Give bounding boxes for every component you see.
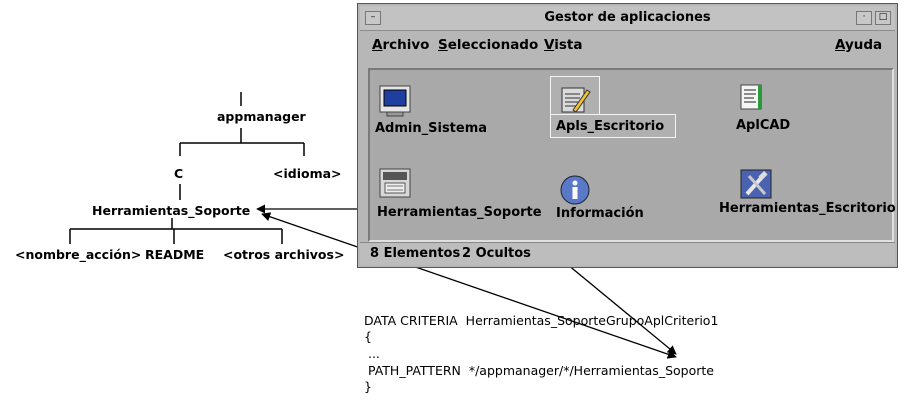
menu-ayuda[interactable]: Ayuda (835, 37, 883, 53)
tree-node-group: Herramientas_Soporte (92, 203, 251, 218)
code-line-1: DATA CRITERIA Herramientas_SoporteGrupoA… (364, 313, 719, 328)
tree-leaf-action: <nombre_acción> (15, 247, 142, 262)
window-title: Gestor de aplicaciones (544, 10, 711, 25)
app-manager-window: – Gestor de aplicaciones · □ Archivo Sel… (357, 3, 898, 268)
status-item-count: 8 Elementos (370, 246, 461, 261)
selection-highlight-label (550, 114, 676, 138)
app-herramientas-soporte-label[interactable]: Herramientas_Soporte (377, 205, 542, 220)
hammer-wrench-icon[interactable] (739, 168, 773, 204)
status-bar: 8 Elementos 2 Ocultos (360, 242, 895, 265)
tree-leaf-readme: README (145, 247, 205, 262)
app-herramientas-escritorio-label[interactable]: Herramientas_Escritorio (719, 201, 896, 216)
minimize-button[interactable]: · (856, 11, 872, 25)
monitor-icon[interactable] (378, 84, 412, 122)
notepad-pencil-icon[interactable] (559, 84, 591, 120)
code-line-2: { (364, 329, 372, 344)
icon-pane[interactable]: Admin_Sistema Apls_Escritorio (368, 68, 896, 242)
tree-node-idioma: <idioma> (273, 166, 342, 181)
maximize-button[interactable]: □ (875, 11, 891, 25)
tree-root-appmanager: appmanager (217, 109, 306, 124)
app-aplcad-label[interactable]: AplCAD (736, 118, 791, 133)
menu-vista[interactable]: Vista (544, 37, 583, 53)
app-admin-sistema-label[interactable]: Admin_Sistema (375, 121, 488, 136)
code-line-5: } (364, 379, 372, 394)
menu-bar: Archivo Seleccionado Vista Ayuda (360, 32, 895, 60)
tree-node-c: C (174, 166, 184, 181)
window-menu-button[interactable]: – (365, 11, 381, 25)
menu-archivo[interactable]: Archivo (372, 37, 430, 53)
tools-folder-icon[interactable] (378, 167, 412, 203)
status-hidden-count: 2 Ocultos (462, 246, 531, 261)
app-informacion-label[interactable]: Información (556, 206, 644, 221)
menu-seleccionado[interactable]: Seleccionado (438, 37, 539, 53)
app-apls-escritorio-label[interactable]: Apls_Escritorio (556, 119, 665, 134)
cad-document-icon[interactable] (738, 83, 766, 115)
code-line-3: ... (364, 346, 380, 361)
tree-leaf-other: <otros archivos> (223, 247, 345, 262)
info-icon[interactable] (559, 174, 591, 210)
code-line-4: PATH_PATTERN */appmanager/*/Herramientas… (364, 363, 714, 378)
title-bar[interactable]: – Gestor de aplicaciones · □ (360, 6, 895, 31)
